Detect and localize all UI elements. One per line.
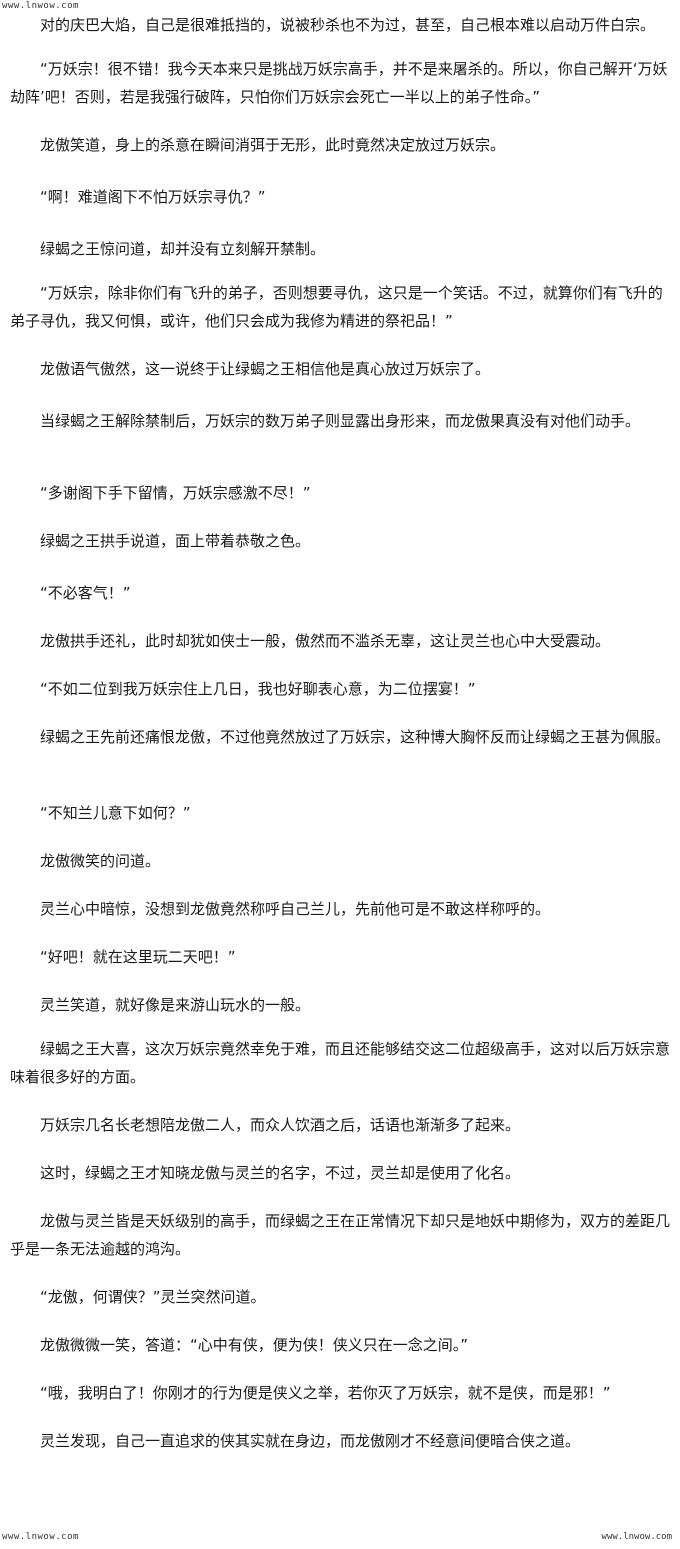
paragraph: 绿蝎之王大喜，这次万妖宗竟然幸免于难，而且还能够结交这二位超级高手，这对以后万妖… xyxy=(10,1040,671,1086)
paragraph: “啊！难道阁下不怕万妖宗寻仇？” xyxy=(40,188,266,206)
paragraph: “万妖宗！很不错！我今天本来只是挑战万妖宗高手，并不是来屠杀的。所以，你自己解开… xyxy=(10,60,668,106)
paragraph: “龙傲，何谓侠？”灵兰突然问道。 xyxy=(40,1288,266,1306)
paragraph: “好吧！就在这里玩二天吧！” xyxy=(40,948,236,966)
paragraph: 龙傲微笑的问道。 xyxy=(40,852,161,870)
paragraph: 灵兰发现，自己一直追求的侠其实就在身边，而龙傲刚才不经意间便暗合侠之道。 xyxy=(40,1432,581,1450)
watermark-bottom-left: www.lnwow.com xyxy=(2,1532,79,1542)
paragraph: “不知兰儿意下如何？” xyxy=(40,804,191,822)
paragraph: 龙傲语气傲然，这一说终于让绿蝎之王相信他是真心放过万妖宗了。 xyxy=(40,360,491,378)
paragraph: 当绿蝎之王解除禁制后，万妖宗的数万弟子则显露出身形来，而龙傲果真没有对他们动手。 xyxy=(40,412,641,430)
paragraph: 这时，绿蝎之王才知晓龙傲与灵兰的名字，不过，灵兰却是使用了化名。 xyxy=(40,1164,521,1182)
paragraph: “多谢阁下手下留情，万妖宗感激不尽！” xyxy=(40,484,311,502)
paragraph: “万妖宗，除非你们有飞升的弟子，否则想要寻仇，这只是一个笑话。不过，就算你们有飞… xyxy=(10,284,663,330)
paragraph: 万妖宗几名长老想陪龙傲二人，而众人饮酒之后，话语也渐渐多了起来。 xyxy=(40,1116,521,1134)
paragraph: “不必客气！” xyxy=(40,584,131,602)
paragraph: 绿蝎之王拱手说道，面上带着恭敬之色。 xyxy=(40,532,311,550)
watermark-top-left: www.lnwow.com xyxy=(2,1,79,11)
paragraph: 对的庆巴大焰，自己是很难抵挡的，说被秒杀也不为过，甚至，自己根本难以启动万件白宗… xyxy=(40,16,656,34)
watermark-bottom-right: www.lnwow.com xyxy=(601,1532,672,1542)
paragraph: 绿蝎之王惊问道，却并没有立刻解开禁制。 xyxy=(40,240,326,258)
paragraph: 龙傲笑道，身上的杀意在瞬间消弭于无形，此时竟然决定放过万妖宗。 xyxy=(40,136,506,154)
paragraph: 灵兰笑道，就好像是来游山玩水的一般。 xyxy=(40,996,311,1014)
paragraph: 龙傲拱手还礼，此时却犹如侠士一般，傲然而不滥杀无辜，这让灵兰也心中大受震动。 xyxy=(40,632,611,650)
paragraph: 龙傲与灵兰皆是天妖级别的高手，而绿蝎之王在正常情况下却只是地妖中期修为，双方的差… xyxy=(10,1212,671,1258)
paragraph: 绿蝎之王先前还痛恨龙傲，不过他竟然放过了万妖宗，这种博大胸怀反而让绿蝎之王甚为佩… xyxy=(40,728,671,746)
paragraph: 龙傲微微一笑，答道：“心中有侠，便为侠！侠义只在一念之间。” xyxy=(40,1336,469,1354)
paragraph: “不如二位到我万妖宗住上几日，我也好聊表心意，为二位摆宴！” xyxy=(40,680,476,698)
paragraph: 灵兰心中暗惊，没想到龙傲竟然称呼自己兰儿，先前他可是不敢这样称呼的。 xyxy=(40,900,551,918)
paragraph: “哦，我明白了！你刚才的行为便是侠义之举，若你灭了万妖宗，就不是侠，而是邪！” xyxy=(40,1384,611,1402)
